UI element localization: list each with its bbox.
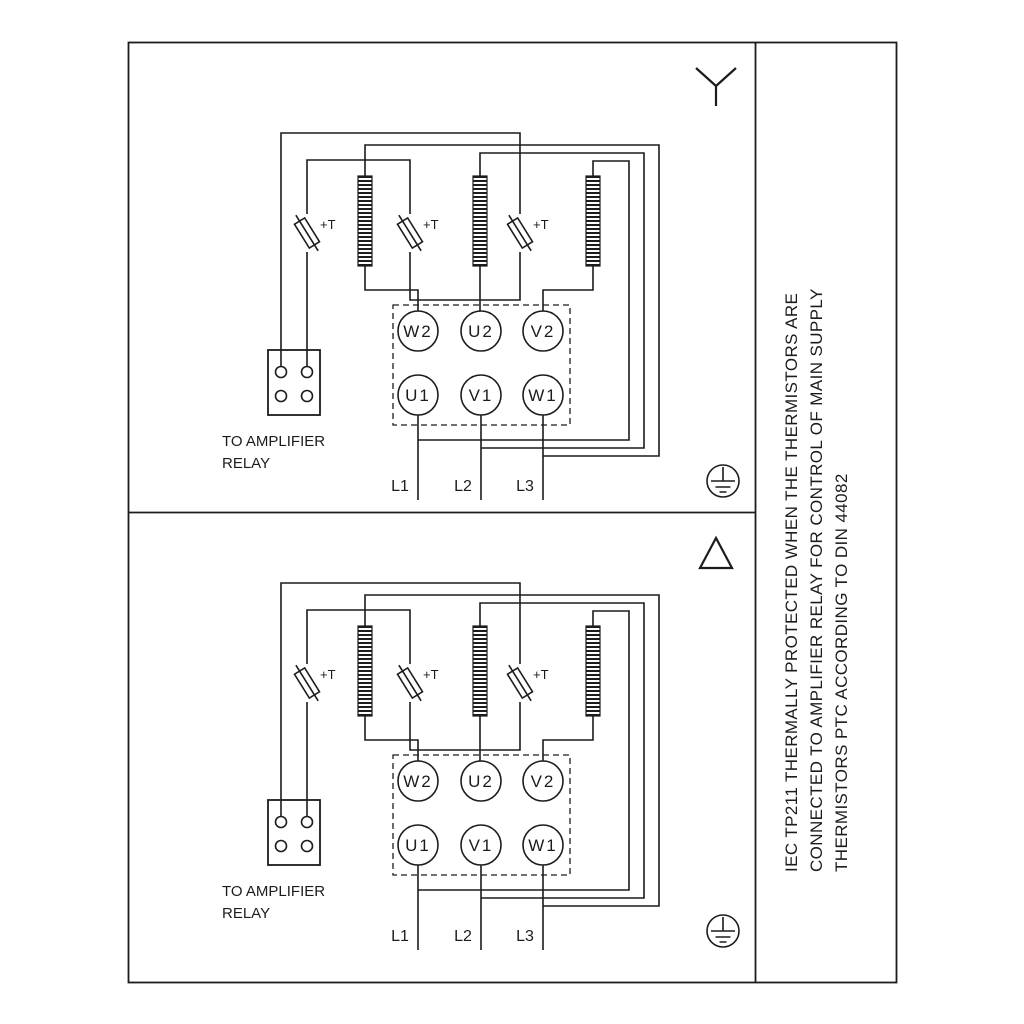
winding-coil-1 xyxy=(357,175,373,267)
thermistor-label: +T xyxy=(423,217,439,232)
relay-outline xyxy=(267,349,321,416)
terminal-u1-label: U1 xyxy=(405,386,431,405)
thermistor-label: +T xyxy=(533,217,549,232)
note-panel: IEC TP211 THERMALLY PROTECTED WHEN THE T… xyxy=(782,288,851,872)
relay-caption-line-1: TO AMPLIFIER xyxy=(222,433,325,450)
supply-label-l3: L3 xyxy=(516,478,534,495)
terminal-row-bottom: U1 V1 W1 xyxy=(397,374,564,416)
relay-terminal xyxy=(274,389,288,403)
terminal-w2-label: W2 xyxy=(403,322,433,341)
relay-terminal xyxy=(300,389,314,403)
terminal-u2-label: U2 xyxy=(468,322,494,341)
thermistor-label: +T xyxy=(320,217,336,232)
winding-coil-3 xyxy=(585,175,601,267)
winding-coil-2 xyxy=(472,175,488,267)
thermistor-3: +T xyxy=(506,214,549,252)
terminal-w2 xyxy=(397,310,439,352)
terminal-row-top: W2 U2 V2 xyxy=(397,310,564,352)
earth-glyph xyxy=(711,467,735,493)
supply-label-l2: L2 xyxy=(454,478,472,495)
motor-wiring-diagram-delta-instance xyxy=(221,582,740,951)
terminal-v1 xyxy=(460,374,502,416)
delta-symbol xyxy=(698,535,734,570)
note-line-1: IEC TP211 THERMALLY PROTECTED WHEN THE T… xyxy=(782,293,801,872)
terminal-u1 xyxy=(397,374,439,416)
terminal-w1 xyxy=(522,374,564,416)
star-symbol xyxy=(695,67,737,106)
wire-supply-leads xyxy=(417,415,544,500)
terminal-v2-label: V2 xyxy=(531,322,556,341)
thermistor-1: +T xyxy=(293,214,336,252)
terminal-w1-label: W1 xyxy=(528,386,558,405)
thermistor-axis xyxy=(508,214,532,252)
relay-terminal xyxy=(300,365,314,379)
amplifier-relay-box xyxy=(267,349,321,416)
wire-winding-links xyxy=(364,266,594,311)
note-line-2: CONNECTED TO AMPLIFIER RELAY FOR CONTROL… xyxy=(807,288,826,872)
wire-thermistor-loop xyxy=(280,132,521,366)
earth-ground-icon xyxy=(706,464,740,498)
note-line-3: THERMISTORS PTC ACCORDING TO DIN 44082 xyxy=(832,473,851,872)
supply-label-l1: L1 xyxy=(391,478,409,495)
terminal-v1-label: V1 xyxy=(469,386,494,405)
wire-routing-rails xyxy=(364,144,660,457)
thermistor-axis xyxy=(295,214,319,252)
relay-terminal xyxy=(274,365,288,379)
terminal-v2 xyxy=(522,310,564,352)
thermistor-axis xyxy=(398,214,422,252)
relay-caption-line-2: RELAY xyxy=(222,455,270,472)
motor-wiring-diagram: +T +T +T TO AMPLIFIER RELAY xyxy=(222,132,740,500)
terminal-u2 xyxy=(460,310,502,352)
terminal-block-outline xyxy=(392,304,571,426)
thermistor-2: +T xyxy=(396,214,439,252)
